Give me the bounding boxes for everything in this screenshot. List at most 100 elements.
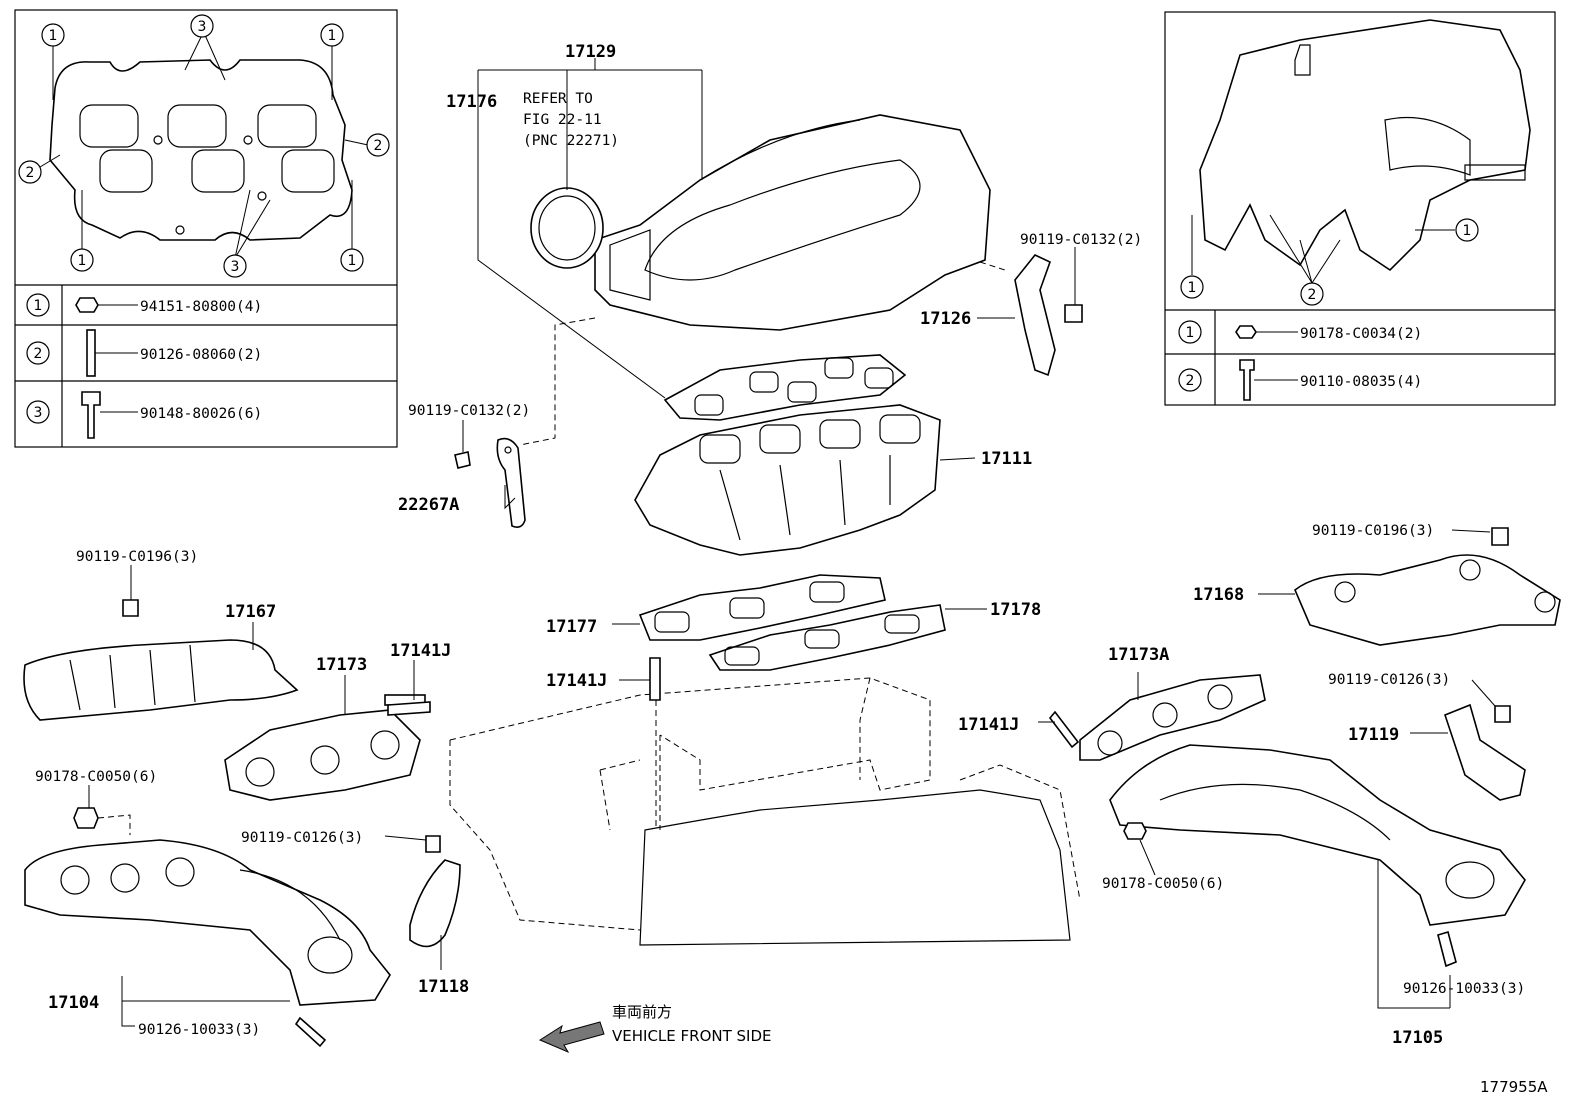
left-callout-1-bl: 1 xyxy=(70,248,94,272)
right-inset-panel: 1 1 2 1 90178-C0034(2) 2 90110-08035(4) xyxy=(1164,11,1556,406)
label-90178-c0050-right: 90178-C0050(6) xyxy=(1102,876,1224,892)
right-callout-2: 2 xyxy=(1300,282,1324,306)
svg-text:90148-80026(6): 90148-80026(6) xyxy=(140,406,262,422)
refer-note-line-1: REFER TO xyxy=(523,91,593,107)
right-table-row-2: 2 90110-08035(4) xyxy=(1178,359,1422,401)
svg-text:2: 2 xyxy=(374,138,383,154)
svg-text:3: 3 xyxy=(198,19,207,35)
exhaust-gasket-17173a xyxy=(1048,674,1266,761)
label-17177: 17177 xyxy=(546,617,597,637)
stud-17141j-center xyxy=(649,657,661,701)
throttle-gasket-ring xyxy=(530,187,604,269)
svg-text:2: 2 xyxy=(34,346,43,362)
label-17168: 17168 xyxy=(1193,585,1244,605)
flange-bolt-icon xyxy=(1239,359,1255,401)
svg-text:1: 1 xyxy=(34,298,43,314)
left-table-row-1: 1 94151-80800(4) xyxy=(26,293,262,317)
nut-icon xyxy=(75,297,99,313)
exhaust-gasket-17173 xyxy=(224,694,426,801)
svg-text:90110-08035(4): 90110-08035(4) xyxy=(1300,374,1422,390)
label-90119-c0196-left: 90119-C0196(3) xyxy=(76,549,198,565)
svg-text:3: 3 xyxy=(34,405,43,421)
label-17129: 17129 xyxy=(565,42,616,62)
svg-text:1: 1 xyxy=(1188,280,1197,296)
intake-plenum-drawing xyxy=(1199,19,1531,272)
label-17126: 17126 xyxy=(920,309,971,329)
heat-insulator-17168 xyxy=(1294,527,1561,646)
label-17118: 17118 xyxy=(418,977,469,997)
label-90178-c0050-left: 90178-C0050(6) xyxy=(35,769,157,785)
svg-text:2: 2 xyxy=(26,165,35,181)
bolt-icon xyxy=(1491,527,1509,546)
stud-icon xyxy=(387,701,431,716)
left-table-row-2: 2 90126-08060(2) xyxy=(26,329,262,377)
refer-note-line-3: (PNC 22271) xyxy=(523,133,619,149)
right-callout-1-right: 1 xyxy=(1455,218,1479,242)
left-callout-3-bottom: 3 xyxy=(223,254,247,278)
bracket-17126 xyxy=(1014,254,1083,377)
stud-icon xyxy=(1437,930,1457,968)
label-22267a: 22267A xyxy=(398,495,459,515)
left-callout-1-tl: 1 xyxy=(41,23,65,47)
stud-icon xyxy=(1048,710,1080,749)
left-callout-1-br: 1 xyxy=(340,248,364,272)
left-callout-2-l: 2 xyxy=(18,160,42,184)
bolt-icon xyxy=(454,451,471,469)
svg-text:1: 1 xyxy=(78,253,87,269)
label-17119: 17119 xyxy=(1348,725,1399,745)
heat-insulator-17118 xyxy=(387,701,461,948)
nut-icon xyxy=(1123,822,1147,840)
svg-text:1: 1 xyxy=(1186,325,1195,341)
vehicle-front-label-en: VEHICLE FRONT SIDE xyxy=(612,1027,772,1045)
label-17141j-right: 17141J xyxy=(958,715,1019,735)
svg-text:90126-08060(2): 90126-08060(2) xyxy=(140,347,262,363)
figure-id: 177955A xyxy=(1480,1078,1548,1096)
right-callout-1-left: 1 xyxy=(1180,275,1204,299)
svg-text:1: 1 xyxy=(328,28,337,44)
svg-text:3: 3 xyxy=(231,259,240,275)
label-17111: 17111 xyxy=(981,449,1032,469)
label-90119-c0126-left: 90119-C0126(3) xyxy=(241,830,363,846)
label-17105: 17105 xyxy=(1392,1028,1443,1048)
svg-text:1: 1 xyxy=(348,253,357,269)
stud-bolt-icon xyxy=(86,329,96,377)
nut-icon xyxy=(1235,325,1257,339)
vehicle-front-arrow-icon xyxy=(538,1021,605,1054)
upper-intake-manifold xyxy=(530,114,991,331)
label-90126-10033-right: 90126-10033(3) xyxy=(1403,981,1525,997)
label-17173a: 17173A xyxy=(1108,645,1169,665)
stud-icon xyxy=(294,1016,327,1048)
label-17141j-center: 17141J xyxy=(546,671,607,691)
svg-text:2: 2 xyxy=(1186,373,1195,389)
left-table-row-3: 3 90148-80026(6) xyxy=(26,391,262,439)
label-17178: 17178 xyxy=(990,600,1041,620)
svg-text:90178-C0034(2): 90178-C0034(2) xyxy=(1300,326,1422,342)
left-inset-panel: 1 1 3 2 2 1 3 1 1 94151-80800(4) 2 90126… xyxy=(14,9,398,448)
label-90119-c0196-right: 90119-C0196(3) xyxy=(1312,523,1434,539)
left-callout-3-top: 3 xyxy=(190,14,214,38)
left-callout-1-tr: 1 xyxy=(320,23,344,47)
intake-gasket-17176 xyxy=(663,354,907,421)
svg-text:94151-80800(4): 94151-80800(4) xyxy=(140,299,262,315)
label-17104: 17104 xyxy=(48,993,99,1013)
bracket-22267a xyxy=(454,437,526,528)
label-17167: 17167 xyxy=(225,602,276,622)
engine-block-outline xyxy=(449,677,1081,946)
label-17176: 17176 xyxy=(446,92,497,112)
label-90126-10033-left: 90126-10033(3) xyxy=(138,1022,260,1038)
left-callout-2-r: 2 xyxy=(366,133,390,157)
bolt-icon xyxy=(1494,705,1511,723)
vehicle-front-label-jp: 車両前方 xyxy=(612,1003,672,1021)
exhaust-manifold-17105 xyxy=(1109,744,1526,968)
heat-insulator-17167 xyxy=(23,599,299,721)
label-90119-c0132-left: 90119-C0132(2) xyxy=(408,403,530,419)
label-17173: 17173 xyxy=(316,655,367,675)
exhaust-manifold-17104 xyxy=(24,807,391,1048)
label-17141j-left: 17141J xyxy=(390,641,451,661)
svg-text:1: 1 xyxy=(49,28,58,44)
right-table-row-1: 1 90178-C0034(2) xyxy=(1178,320,1422,344)
leader-lines xyxy=(88,58,1496,1027)
lower-intake-manifold xyxy=(634,404,941,556)
heat-insulator-17119 xyxy=(1444,703,1526,801)
